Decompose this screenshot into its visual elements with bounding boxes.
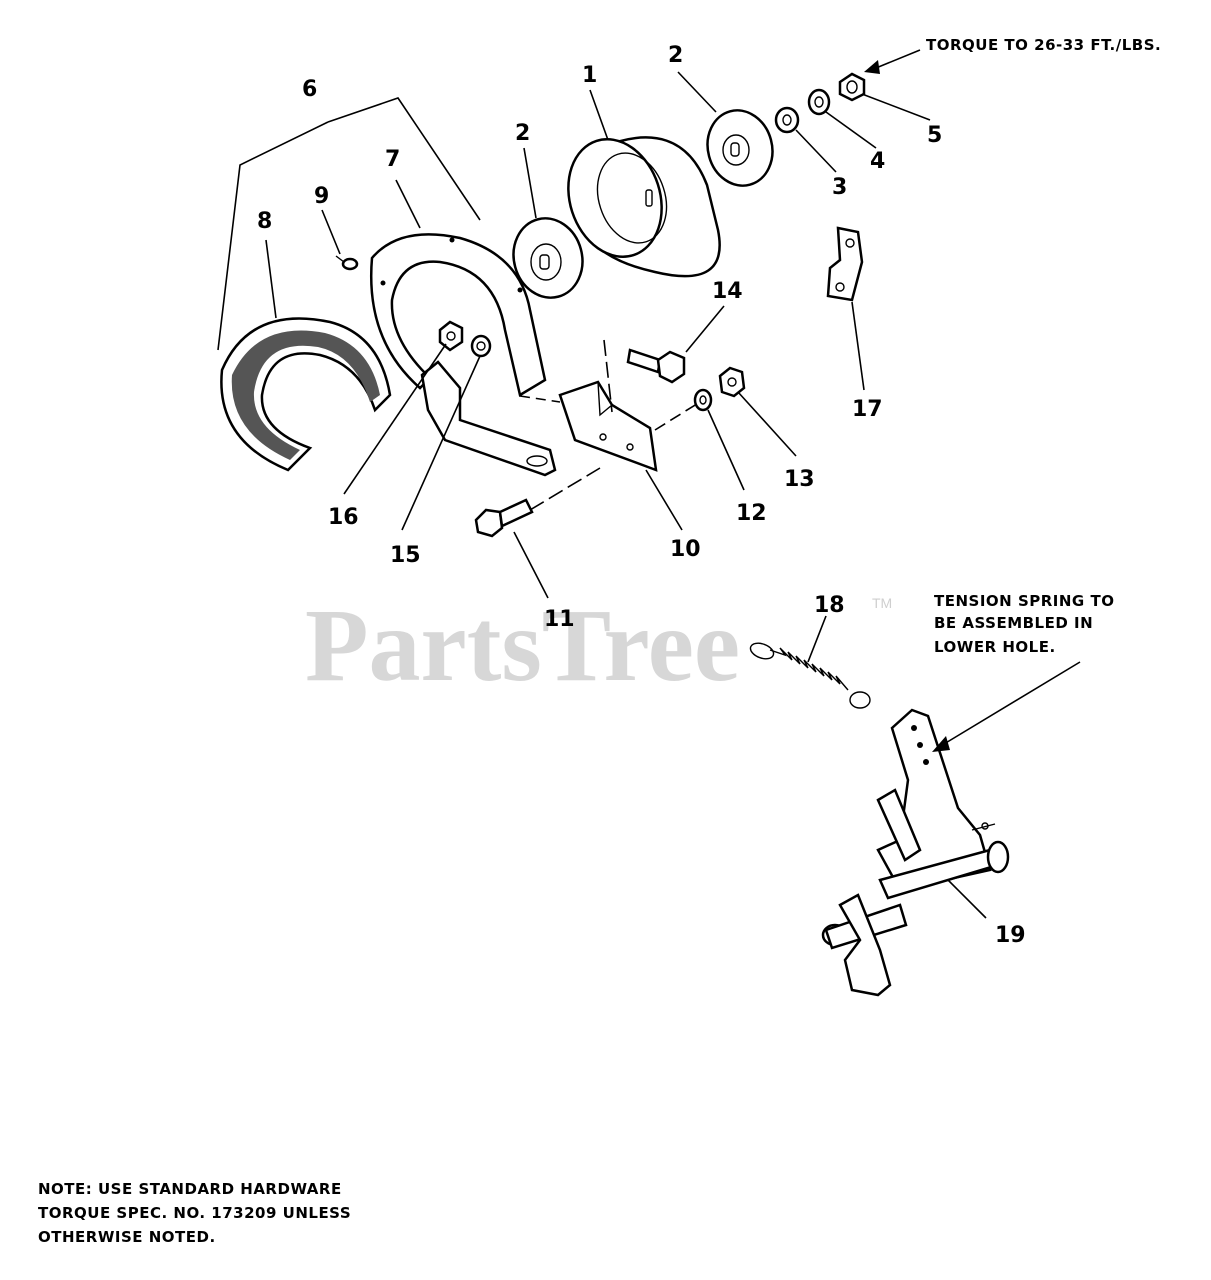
watermark-text: PartsTree	[305, 588, 740, 703]
label-part-9: 9	[314, 184, 329, 209]
label-part-2-left: 2	[515, 121, 530, 146]
label-part-8: 8	[257, 209, 272, 234]
nut-part-5	[838, 72, 866, 102]
label-part-16: 16	[328, 505, 359, 530]
label-part-1: 1	[582, 63, 597, 88]
hub-part-2-right	[706, 109, 774, 187]
label-part-3: 3	[832, 175, 847, 200]
washer-part-3	[774, 106, 800, 134]
clip-part-17	[826, 226, 864, 302]
label-part-13: 13	[784, 467, 815, 492]
band-bracket-part-7	[370, 233, 547, 397]
label-part-5: 5	[927, 123, 942, 148]
note-line-2: TORQUE SPEC. NO. 173209 UNLESS	[38, 1204, 351, 1222]
bolt-part-14	[626, 348, 686, 384]
lever-arm	[420, 360, 557, 477]
label-part-11: 11	[544, 607, 575, 632]
lockwasher-part-4	[807, 88, 831, 116]
label-part-12: 12	[736, 501, 767, 526]
hub-part-2-left	[512, 217, 584, 299]
angle-bracket-part-10	[558, 380, 658, 472]
drum-part-1	[567, 136, 721, 278]
label-part-17: 17	[852, 397, 883, 422]
label-part-15: 15	[390, 543, 421, 568]
label-part-6: 6	[302, 77, 317, 102]
torque-callout: TORQUE TO 26-33 FT./LBS.	[926, 36, 1161, 54]
spring-callout-line-1: TENSION SPRING TO	[934, 592, 1114, 610]
label-part-4: 4	[870, 149, 885, 174]
label-part-2-right: 2	[668, 43, 683, 68]
lockwasher-part-12	[693, 388, 713, 412]
label-part-18: 18	[814, 593, 845, 618]
note-line-3: OTHERWISE NOTED.	[38, 1228, 216, 1246]
tension-spring-part-18	[749, 642, 871, 709]
note-line-1: NOTE: USE STANDARD HARDWARE	[38, 1180, 342, 1198]
spring-callout-line-2: BE ASSEMBLED IN	[934, 614, 1093, 632]
bolt-part-11	[474, 498, 534, 538]
screw-part-9	[335, 255, 359, 271]
nut-part-16	[438, 320, 464, 352]
label-part-10: 10	[670, 537, 701, 562]
lever-assembly-part-19	[821, 708, 1010, 997]
watermark-trademark: TM	[872, 595, 892, 611]
label-part-19: 19	[995, 923, 1026, 948]
label-part-7: 7	[385, 147, 400, 172]
nut-part-13	[718, 366, 746, 398]
spring-callout-line-3: LOWER HOLE.	[934, 638, 1056, 656]
label-part-14: 14	[712, 279, 743, 304]
leader-lines	[217, 49, 1081, 919]
brake-lining-part-8	[220, 317, 392, 472]
lockwasher-part-15	[470, 334, 492, 358]
